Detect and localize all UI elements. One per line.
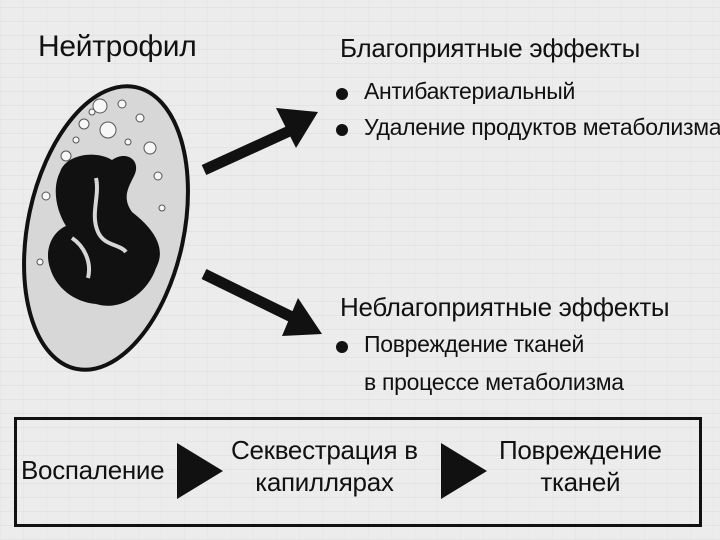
nucleus-lobe-gaps <box>70 177 128 279</box>
cell-granules <box>36 98 166 266</box>
arrow-to-favorable-effects <box>201 108 318 176</box>
flow-step-label: Воспаление <box>21 455 165 485</box>
favorable-item-antibacterial: Антибактериальный <box>364 78 576 104</box>
flow-step-inflammation: Воспаление <box>21 454 165 486</box>
unfavorable-item-metabolic-process: в процессе метаболизма <box>364 369 624 395</box>
process-flow-box: Воспаление Секвестрация в капиллярах Пов… <box>14 417 702 527</box>
flow-arrow-icon <box>441 443 487 499</box>
arrow-to-unfavorable-effects <box>201 269 322 336</box>
flow-step-tissue-damage: Повреждение тканей <box>499 434 662 498</box>
neutrophil-title: Нейтрофил <box>38 30 197 63</box>
bullet-icon <box>336 88 348 100</box>
flow-step-label: тканей <box>540 467 621 497</box>
bullet-icon <box>336 124 348 136</box>
cell-nucleus <box>47 154 160 306</box>
favorable-item-metabolite-removal: Удаление продуктов метаболизма <box>364 114 720 140</box>
flow-step-label: капиллярах <box>255 467 394 497</box>
bullet-icon <box>336 341 348 353</box>
flow-step-label: Повреждение <box>499 435 662 465</box>
unfavorable-effects-heading: Неблагоприятные эффекты <box>340 292 670 322</box>
flow-arrow-icon <box>177 443 223 499</box>
flow-step-label: Секвестрация в <box>231 435 418 465</box>
flow-step-sequestration: Секвестрация в капиллярах <box>231 434 418 498</box>
favorable-effects-heading: Благоприятные эффекты <box>340 33 641 63</box>
unfavorable-item-tissue-damage: Повреждение тканей <box>364 331 585 357</box>
